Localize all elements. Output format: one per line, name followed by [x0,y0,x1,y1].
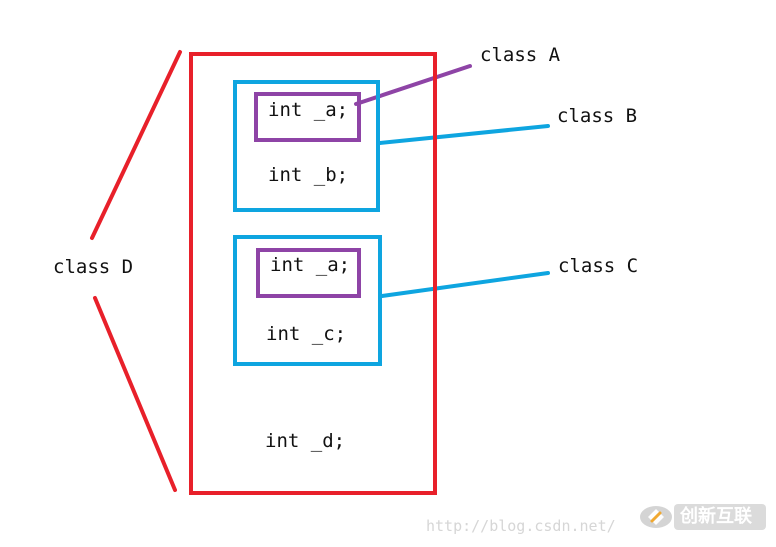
watermark-url: http://blog.csdn.net/ [426,517,616,535]
class-c-box [233,235,382,366]
class-d-lower-bracket-line [93,296,177,492]
class-c-connector-line [380,271,550,298]
class-a-label: class A [480,44,561,66]
member-b-b-label: int _b; [268,164,349,186]
member-b-a-label: int _a; [268,99,349,121]
class-d-label: class D [53,256,134,278]
class-b-connector-line [378,124,550,145]
class-b-label: class B [557,105,638,127]
class-c-label: class C [558,255,639,277]
class-b-box [233,80,380,212]
class-d-upper-bracket-line [90,50,182,240]
class-a-connector-line [354,64,472,106]
member-c-c-label: int _c; [266,323,347,345]
brand-logo: 创新互联 [638,494,770,540]
class-a-box-in-c [256,248,361,298]
brand-logo-text: 创新互联 [680,506,752,527]
member-c-a-label: int _a; [270,254,351,276]
class-d-box [189,52,437,495]
class-a-box-in-b [254,92,361,142]
member-d-d-label: int _d; [265,430,346,452]
brand-logo-icon [640,504,766,530]
